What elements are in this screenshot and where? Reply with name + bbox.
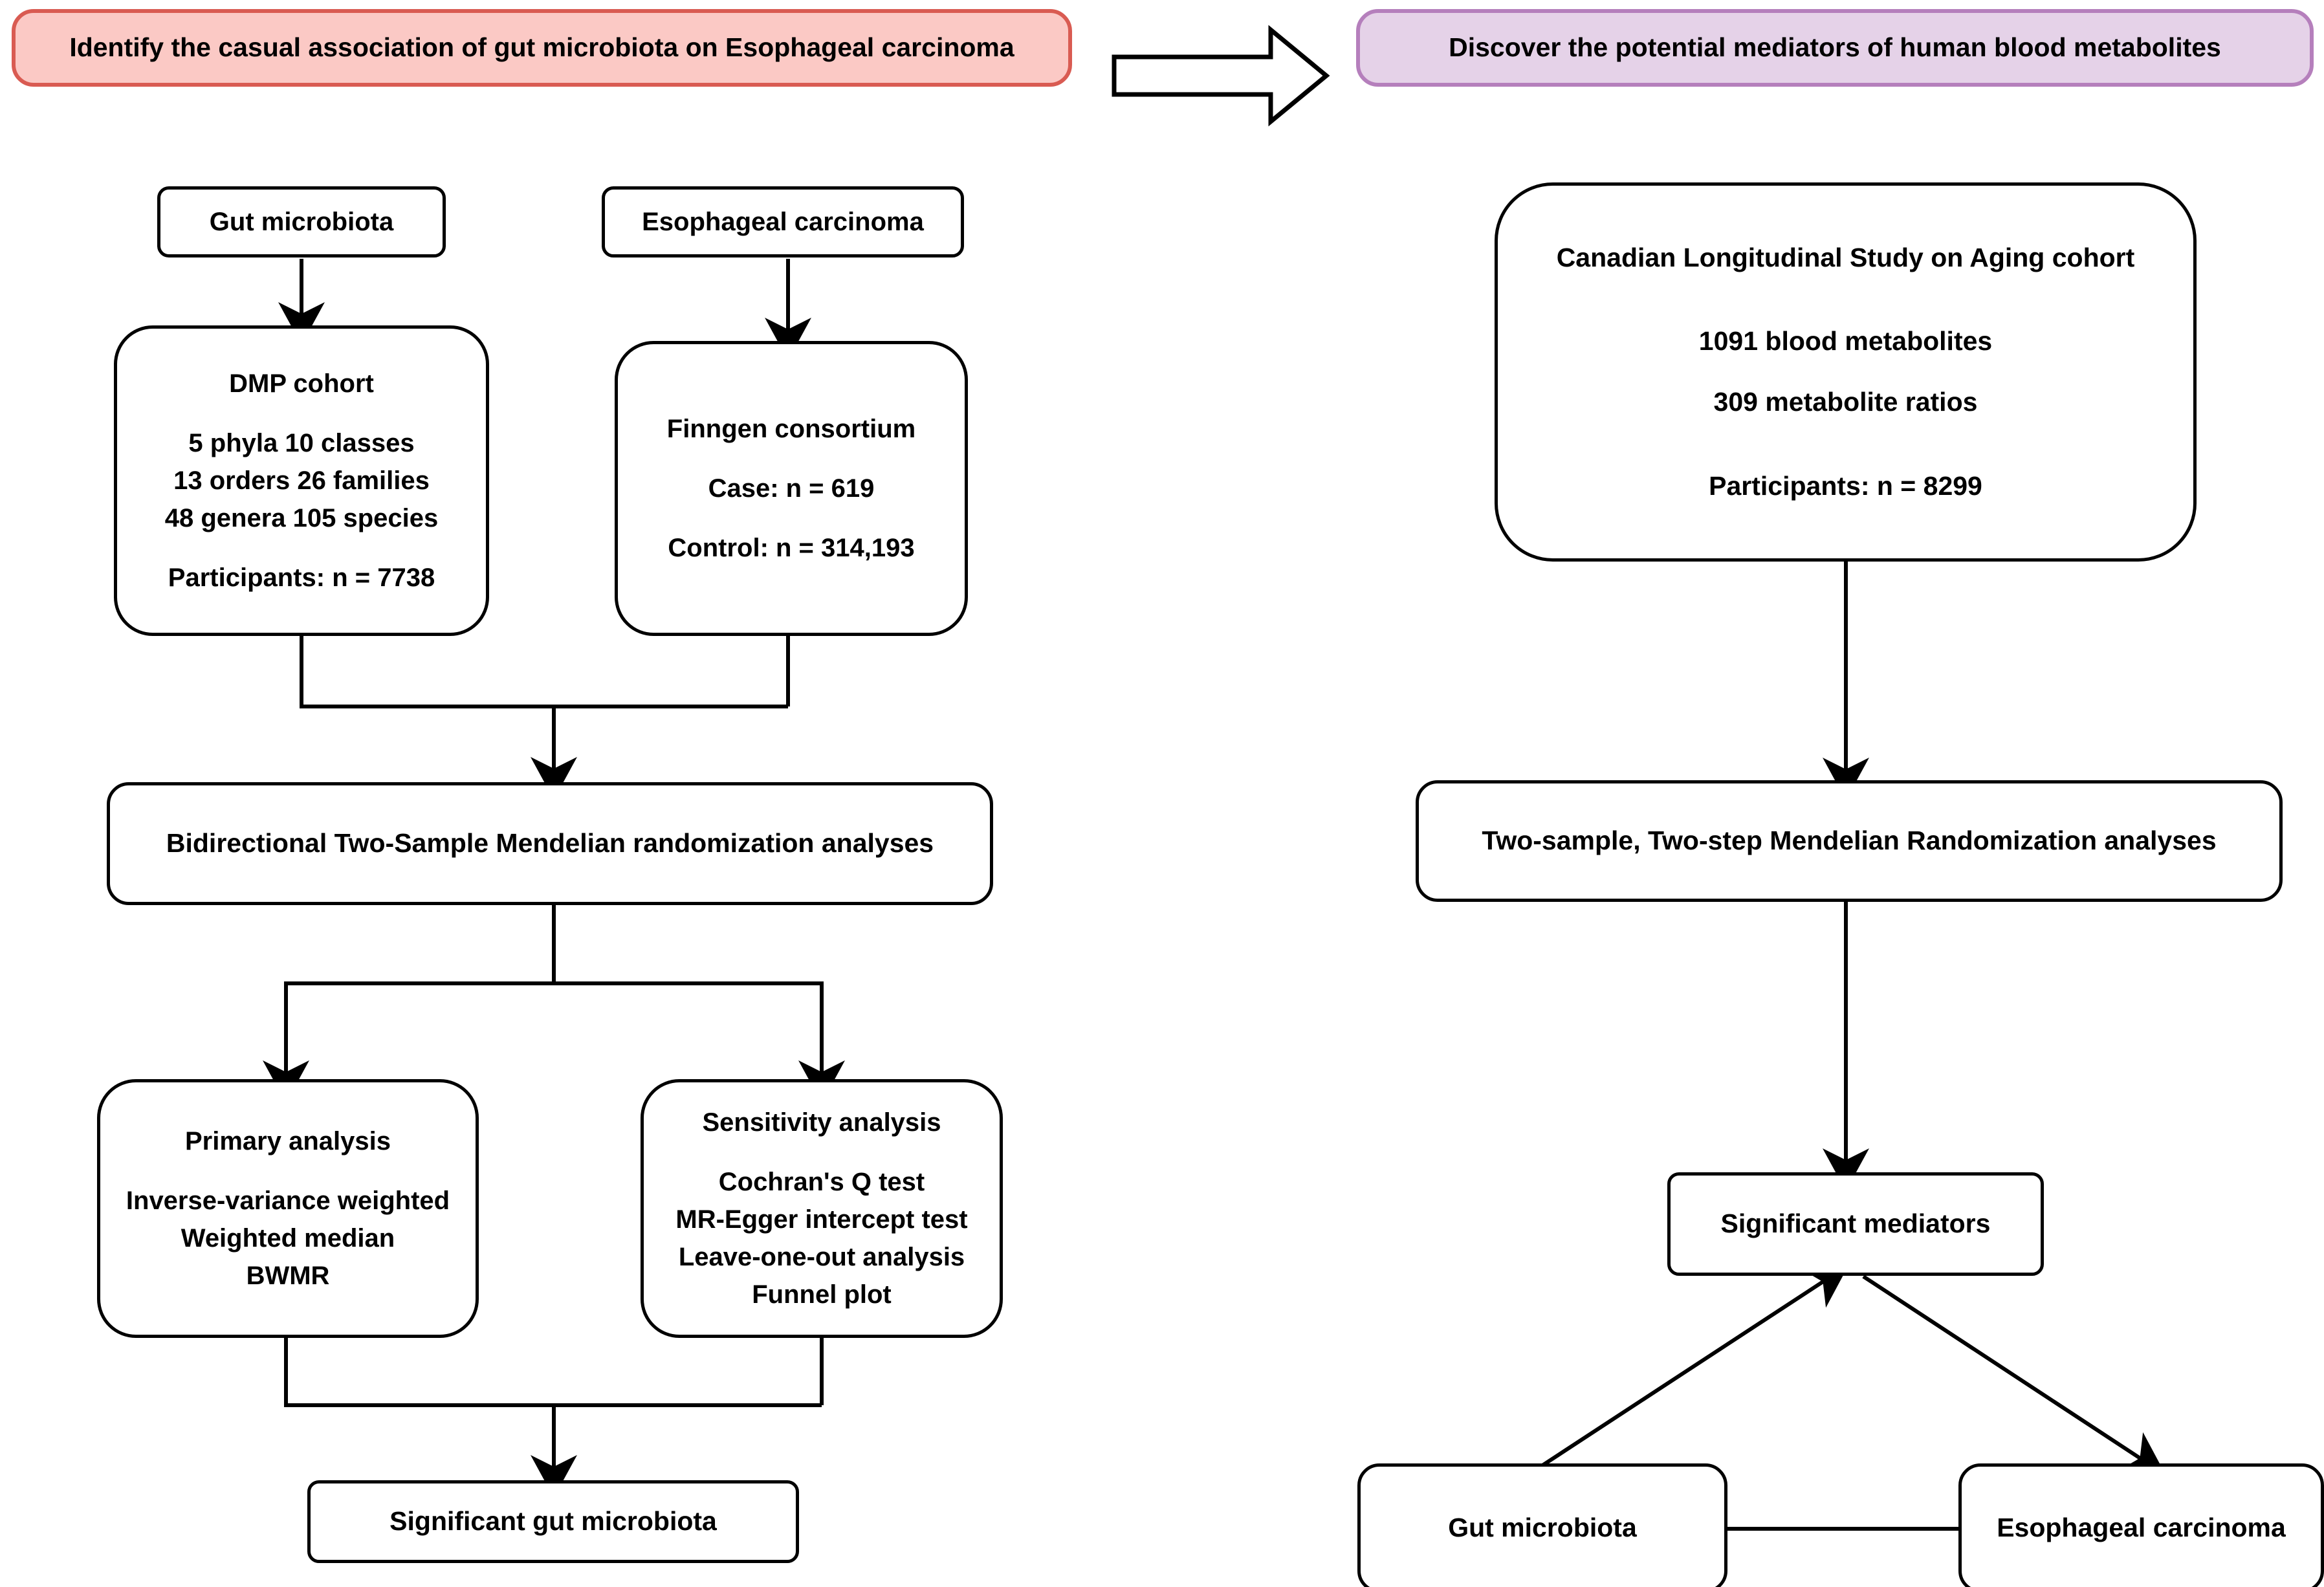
- significant-gut-microbiota-label: Significant gut microbiota: [389, 1506, 717, 1537]
- right-panel-header: Discover the potential mediators of huma…: [1356, 9, 2314, 87]
- node-bidirectional-mr-analyses: Bidirectional Two-Sample Mendelian rando…: [107, 782, 993, 905]
- node-significant-mediators: Significant mediators: [1667, 1172, 2044, 1276]
- node-right-gut-microbiota: Gut microbiota: [1357, 1463, 1727, 1587]
- dmp-cohort-title: DMP cohort: [229, 369, 374, 398]
- bidirectional-mr-label: Bidirectional Two-Sample Mendelian rando…: [166, 828, 934, 859]
- node-clsa-cohort: Canadian Longitudinal Study on Aging coh…: [1495, 182, 2197, 562]
- node-sensitivity-analysis: Sensitivity analysis Cochran's Q test MR…: [641, 1079, 1003, 1338]
- node-significant-gut-microbiota: Significant gut microbiota: [307, 1480, 799, 1563]
- dmp-participants: Participants: n = 7738: [168, 564, 435, 592]
- node-gut-microbiota-source: Gut microbiota: [157, 186, 446, 257]
- node-two-step-mr-analyses: Two-sample, Two-step Mendelian Randomiza…: [1416, 780, 2283, 902]
- left-panel-header-text: Identify the casual association of gut m…: [69, 32, 1014, 63]
- panel-transition-block-arrow-icon: [1112, 25, 1330, 127]
- edge-mediators-to-esophageal: [1862, 1275, 2166, 1476]
- finngen-control-count: Control: n = 314,193: [668, 534, 915, 562]
- dmp-taxa-line-1: 5 phyla 10 classes: [188, 429, 415, 457]
- node-primary-analysis: Primary analysis Inverse-variance weight…: [97, 1079, 479, 1338]
- sensitivity-analysis-title: Sensitivity analysis: [702, 1108, 941, 1137]
- finngen-title: Finngen consortium: [666, 415, 916, 443]
- right-panel-header-text: Discover the potential mediators of huma…: [1449, 32, 2221, 63]
- sensitivity-method-mr-egger: MR-Egger intercept test: [675, 1205, 968, 1234]
- primary-analysis-title: Primary analysis: [185, 1127, 391, 1155]
- left-panel-header: Identify the casual association of gut m…: [12, 9, 1072, 87]
- sensitivity-method-funnel-plot: Funnel plot: [752, 1280, 892, 1309]
- node-gut-microbiota-source-label: Gut microbiota: [209, 208, 394, 236]
- clsa-metabolite-ratios: 309 metabolite ratios: [1713, 387, 1978, 417]
- dmp-taxa-line-3: 48 genera 105 species: [164, 504, 439, 532]
- edge-mr-split-right: [554, 981, 824, 1043]
- two-step-mr-label: Two-sample, Two-step Mendelian Randomiza…: [1482, 826, 2217, 856]
- right-gut-microbiota-label: Gut microbiota: [1448, 1513, 1637, 1543]
- clsa-participants: Participants: n = 8299: [1709, 470, 1982, 501]
- clsa-blood-metabolites: 1091 blood metabolites: [1698, 326, 1993, 356]
- edge-mr-split: [284, 904, 556, 1043]
- edge-dmp-merge: [300, 635, 788, 708]
- finngen-case-count: Case: n = 619: [708, 474, 875, 503]
- sensitivity-method-leave-one-out: Leave-one-out analysis: [678, 1243, 965, 1271]
- edge-primary-merge: [284, 1337, 822, 1407]
- node-esophageal-carcinoma-source: Esophageal carcinoma: [602, 186, 964, 257]
- right-esophageal-carcinoma-label: Esophageal carcinoma: [1997, 1513, 2286, 1543]
- dmp-taxa-line-2: 13 orders 26 families: [173, 466, 430, 495]
- significant-mediators-label: Significant mediators: [1720, 1209, 1991, 1239]
- sensitivity-method-cochran-q: Cochran's Q test: [718, 1168, 925, 1196]
- primary-method-bwmr: BWMR: [246, 1262, 330, 1290]
- node-finngen-consortium: Finngen consortium Case: n = 619 Control…: [615, 341, 968, 636]
- node-esophageal-carcinoma-source-label: Esophageal carcinoma: [642, 208, 924, 236]
- primary-method-weighted-median: Weighted median: [181, 1224, 395, 1253]
- primary-method-ivw: Inverse-variance weighted: [126, 1187, 450, 1215]
- edge-gut-to-mediators: [1541, 1264, 1849, 1467]
- clsa-cohort-title: Canadian Longitudinal Study on Aging coh…: [1556, 243, 2135, 273]
- node-dmp-cohort: DMP cohort 5 phyla 10 classes 13 orders …: [114, 325, 489, 636]
- node-right-esophageal-carcinoma: Esophageal carcinoma: [1958, 1463, 2324, 1587]
